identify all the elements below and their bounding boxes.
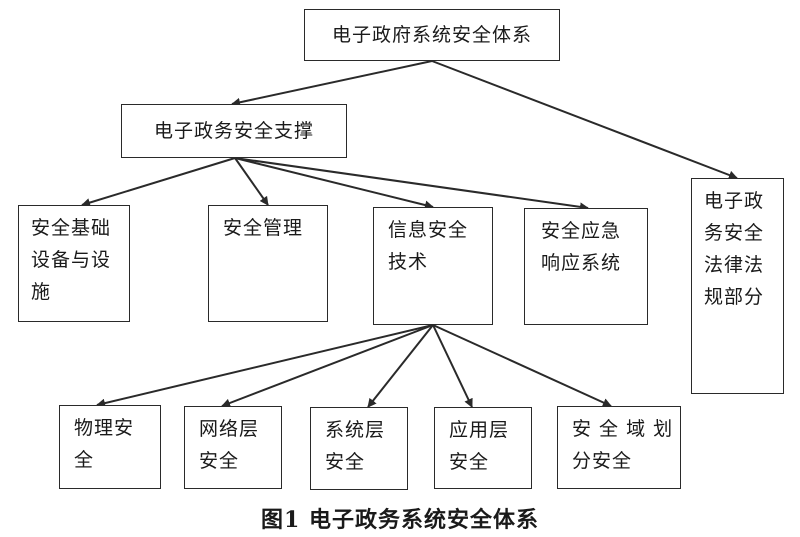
node-management: 安全管理: [208, 205, 328, 322]
node-infrastructure: 安全基础 设备与设 施: [18, 205, 130, 322]
node-network: 网络层 安全: [184, 406, 282, 489]
node-security-domain: 安 全 域 划 分安全: [557, 406, 681, 489]
node-emergency: 安全应急 响应系统: [524, 208, 648, 325]
arrow-tech-to-application: [432, 324, 473, 408]
arrow-tech-to-network: [221, 324, 434, 408]
node-physical: 物理安 全: [59, 405, 161, 489]
arrow-root-to-legal: [431, 60, 738, 180]
root-node: 电子政府系统安全体系: [304, 9, 560, 61]
arrow-support-to-infra: [81, 157, 236, 207]
arrow-support-to-mgmt: [234, 157, 269, 206]
support-node: 电子政务安全支撑: [121, 104, 347, 158]
arrow-tech-to-domain: [432, 324, 612, 407]
arrow-support-to-emergency: [234, 157, 589, 212]
node-system: 系统层 安全: [310, 407, 408, 490]
node-application: 应用层 安全: [434, 407, 532, 489]
arrow-root-to-support: [231, 60, 433, 107]
figure-caption: 图1 电子政务系统安全体系: [261, 507, 539, 533]
node-info-tech: 信息安全 技术: [373, 207, 493, 325]
arrow-tech-to-system: [367, 324, 434, 408]
legal-node: 电子政 务安全 法律法 规部分: [691, 178, 784, 394]
arrow-tech-to-physical: [96, 324, 434, 408]
arrow-support-to-tech: [234, 157, 434, 210]
